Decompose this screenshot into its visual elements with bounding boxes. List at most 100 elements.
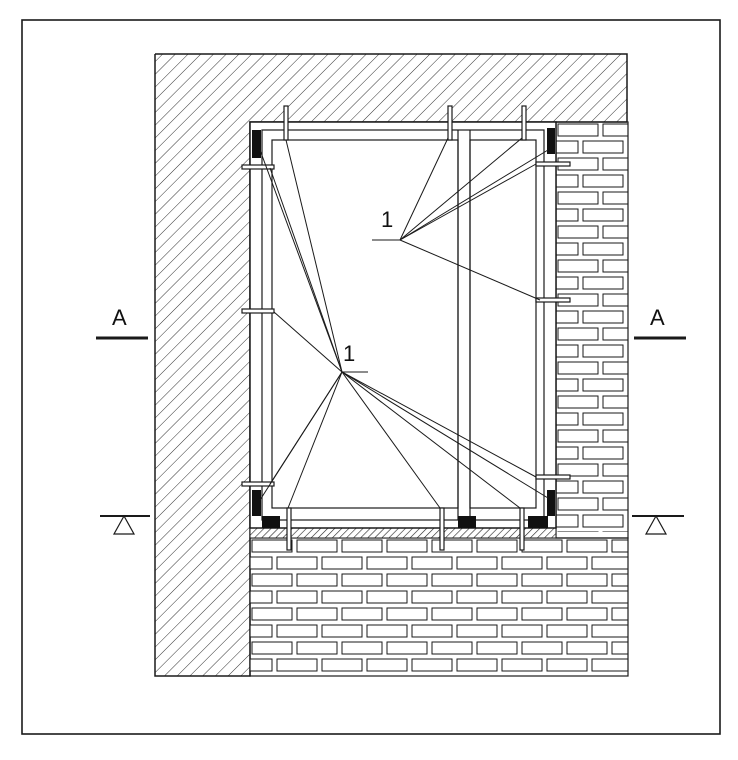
brick <box>546 590 588 604</box>
brick <box>556 446 579 460</box>
brick <box>602 429 628 443</box>
brick <box>501 556 543 570</box>
brick <box>521 607 563 621</box>
brick <box>611 641 628 655</box>
brick <box>366 556 408 570</box>
level-marker-left <box>100 514 150 535</box>
brick <box>557 463 599 477</box>
brick <box>431 641 473 655</box>
brick <box>591 556 628 570</box>
brick <box>251 573 293 587</box>
brick <box>411 590 453 604</box>
brick <box>321 590 363 604</box>
brick <box>557 429 599 443</box>
brick <box>276 556 318 570</box>
brick <box>521 573 563 587</box>
brick <box>501 624 543 638</box>
brick <box>591 658 628 672</box>
brick <box>250 556 273 570</box>
brick <box>411 624 453 638</box>
brick <box>556 242 579 256</box>
brick <box>582 242 624 256</box>
brick <box>456 658 498 672</box>
brick <box>557 497 599 511</box>
brick <box>611 573 628 587</box>
brick <box>611 607 628 621</box>
brick <box>602 191 628 205</box>
brick <box>566 573 608 587</box>
brick <box>321 658 363 672</box>
level-marker-right <box>632 514 684 535</box>
brick <box>366 624 408 638</box>
brick <box>456 590 498 604</box>
brick <box>557 395 599 409</box>
brick <box>602 463 628 477</box>
brick <box>341 641 383 655</box>
section-marker-left: A <box>96 305 148 340</box>
brick <box>591 624 628 638</box>
brick <box>611 539 628 553</box>
brick <box>546 658 588 672</box>
brick <box>556 310 579 324</box>
brick <box>431 607 473 621</box>
brick <box>602 293 628 307</box>
brick <box>386 607 428 621</box>
brick <box>582 208 624 222</box>
section-label-right: A <box>650 305 665 330</box>
brick <box>602 497 628 511</box>
brick <box>582 412 624 426</box>
brick <box>501 658 543 672</box>
concrete-wall <box>154 53 628 677</box>
brick <box>602 395 628 409</box>
callout-label-upper: 1 <box>381 207 393 232</box>
brick <box>250 658 273 672</box>
brick <box>276 624 318 638</box>
brick <box>276 658 318 672</box>
brick <box>276 590 318 604</box>
brick <box>556 208 579 222</box>
brick <box>582 174 624 188</box>
brick <box>341 573 383 587</box>
brick <box>602 157 628 171</box>
callout-leaders-upper <box>372 137 549 301</box>
brick <box>582 378 624 392</box>
brick <box>386 539 428 553</box>
brick <box>602 259 628 273</box>
brick <box>556 412 579 426</box>
brick <box>341 539 383 553</box>
brick <box>296 607 338 621</box>
brick <box>557 327 599 341</box>
section-marker-right: A <box>634 305 686 340</box>
brick <box>566 641 608 655</box>
brick <box>546 556 588 570</box>
brick <box>431 539 473 553</box>
brick <box>476 539 518 553</box>
brick <box>386 573 428 587</box>
brick <box>602 327 628 341</box>
brick <box>411 556 453 570</box>
window-sill <box>249 527 557 539</box>
brick <box>521 641 563 655</box>
brick <box>250 624 273 638</box>
brick <box>557 259 599 273</box>
callout-leaders-lower <box>259 139 549 509</box>
brick <box>602 361 628 375</box>
brick <box>296 539 338 553</box>
brick <box>556 344 579 358</box>
brick <box>411 658 453 672</box>
brick <box>582 514 624 528</box>
brick <box>602 123 628 137</box>
window-sash-left <box>271 139 459 509</box>
section-label-left: A <box>112 305 127 330</box>
brick <box>566 539 608 553</box>
brick <box>366 590 408 604</box>
brick <box>386 641 428 655</box>
brick <box>321 556 363 570</box>
brick <box>251 539 293 553</box>
brick <box>556 276 579 290</box>
brick <box>591 590 628 604</box>
brick <box>556 514 579 528</box>
brick <box>582 480 624 494</box>
sealant-blocks <box>252 128 555 528</box>
brick <box>296 573 338 587</box>
